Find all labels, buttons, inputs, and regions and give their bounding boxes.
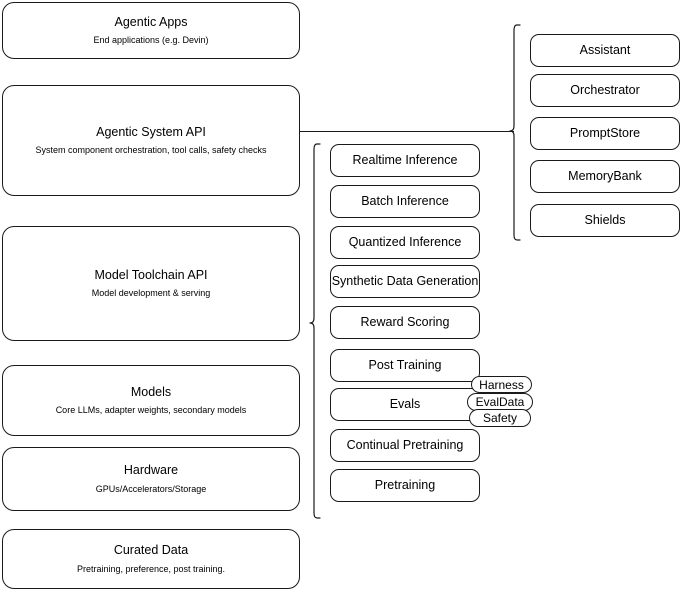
component-label: Post Training bbox=[368, 357, 442, 372]
layer-subtitle: Model development & serving bbox=[91, 288, 211, 299]
component-quantized-inference[interactable]: Quantized Inference bbox=[330, 226, 480, 259]
component-reward-scoring[interactable]: Reward Scoring bbox=[330, 306, 480, 339]
component-label: MemoryBank bbox=[568, 168, 642, 183]
component-continual-pretraining[interactable]: Continual Pretraining bbox=[330, 429, 480, 462]
layer-title: Curated Data bbox=[113, 543, 189, 558]
eval-pill-label: Harness bbox=[479, 377, 524, 392]
layer-hardware[interactable]: Hardware GPUs/Accelerators/Storage bbox=[2, 447, 300, 511]
component-evals[interactable]: Evals bbox=[330, 388, 480, 421]
layer-subtitle: System component orchestration, tool cal… bbox=[35, 145, 267, 156]
component-label: Evals bbox=[389, 396, 421, 411]
component-label: Shields bbox=[584, 212, 626, 227]
eval-pill-label: Safety bbox=[482, 411, 518, 425]
layer-title: Agentic Apps bbox=[114, 14, 188, 29]
component-promptstore[interactable]: PromptStore bbox=[530, 117, 680, 150]
component-label: Orchestrator bbox=[570, 82, 640, 97]
component-label: Assistant bbox=[579, 42, 631, 57]
layer-title: Agentic System API bbox=[96, 124, 206, 139]
component-memorybank[interactable]: MemoryBank bbox=[530, 160, 680, 193]
eval-pill-harness[interactable]: Harness bbox=[471, 376, 532, 393]
layer-subtitle: GPUs/Accelerators/Storage bbox=[95, 483, 207, 494]
component-label: Synthetic Data Generation bbox=[331, 273, 479, 288]
model-toolchain-components-bracket bbox=[309, 140, 321, 524]
agentic-system-components-bracket bbox=[509, 20, 521, 246]
connector-system-api-to-components bbox=[300, 131, 514, 132]
component-label: Quantized Inference bbox=[348, 234, 462, 249]
eval-pill-safety[interactable]: Safety bbox=[469, 409, 531, 427]
eval-pill-label: EvalData bbox=[475, 395, 525, 409]
layer-curated-data[interactable]: Curated Data Pretraining, preference, po… bbox=[2, 529, 300, 589]
layer-subtitle: End applications (e.g. Devin) bbox=[93, 35, 209, 46]
component-label: Pretraining bbox=[374, 477, 436, 492]
component-assistant[interactable]: Assistant bbox=[530, 34, 680, 67]
layer-subtitle: Pretraining, preference, post training. bbox=[76, 563, 226, 574]
layer-title: Hardware bbox=[123, 463, 179, 478]
component-pretraining[interactable]: Pretraining bbox=[330, 469, 480, 502]
component-orchestrator[interactable]: Orchestrator bbox=[530, 74, 680, 107]
component-label: PromptStore bbox=[569, 125, 641, 140]
component-batch-inference[interactable]: Batch Inference bbox=[330, 185, 480, 218]
layer-model-toolchain-api[interactable]: Model Toolchain API Model development & … bbox=[2, 226, 300, 341]
layer-agentic-apps[interactable]: Agentic Apps End applications (e.g. Devi… bbox=[2, 2, 300, 59]
component-label: Reward Scoring bbox=[360, 314, 450, 329]
layer-agentic-system-api[interactable]: Agentic System API System component orch… bbox=[2, 85, 300, 196]
layer-title: Models bbox=[130, 384, 172, 399]
layer-subtitle: Core LLMs, adapter weights, secondary mo… bbox=[55, 405, 247, 416]
component-synthetic-data-generation[interactable]: Synthetic Data Generation bbox=[330, 265, 480, 298]
component-realtime-inference[interactable]: Realtime Inference bbox=[330, 144, 480, 177]
component-label: Continual Pretraining bbox=[346, 437, 464, 452]
component-post-training[interactable]: Post Training bbox=[330, 349, 480, 382]
layer-models[interactable]: Models Core LLMs, adapter weights, secon… bbox=[2, 365, 300, 436]
component-label: Batch Inference bbox=[361, 193, 449, 208]
component-label: Realtime Inference bbox=[352, 152, 458, 167]
layer-title: Model Toolchain API bbox=[94, 267, 208, 282]
component-shields[interactable]: Shields bbox=[530, 204, 680, 237]
